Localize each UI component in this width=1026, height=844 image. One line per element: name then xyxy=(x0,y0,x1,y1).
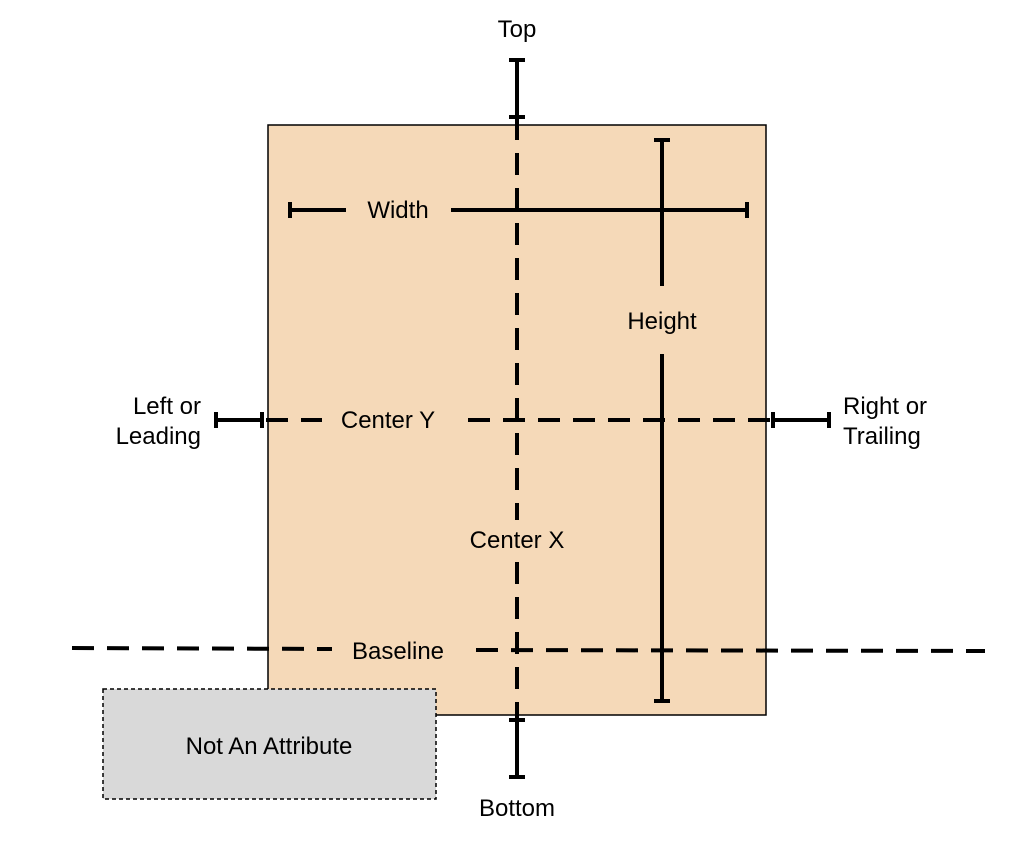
bottom-marker xyxy=(509,718,525,779)
top-label: Top xyxy=(498,16,537,43)
center-y-label: Center Y xyxy=(341,407,435,434)
not-attribute-label: Not An Attribute xyxy=(186,733,353,760)
center-x-label: Center X xyxy=(470,527,565,554)
baseline-line-right xyxy=(475,648,986,653)
baseline-line-left xyxy=(71,646,333,651)
top-marker xyxy=(509,58,525,119)
height-marker xyxy=(654,138,670,703)
leading-label-line1: Left or xyxy=(133,393,201,420)
trailing-label-line2: Trailing xyxy=(843,423,921,450)
trailing-marker xyxy=(771,412,831,428)
baseline-label: Baseline xyxy=(352,638,444,665)
bottom-label: Bottom xyxy=(479,795,555,822)
leading-label-line2: Leading xyxy=(116,423,201,450)
height-label: Height xyxy=(627,308,697,335)
not-attribute-box xyxy=(102,688,437,800)
trailing-label-line1: Right or xyxy=(843,393,927,420)
width-label: Width xyxy=(367,197,428,224)
leading-marker xyxy=(214,412,264,428)
width-marker xyxy=(288,202,749,218)
